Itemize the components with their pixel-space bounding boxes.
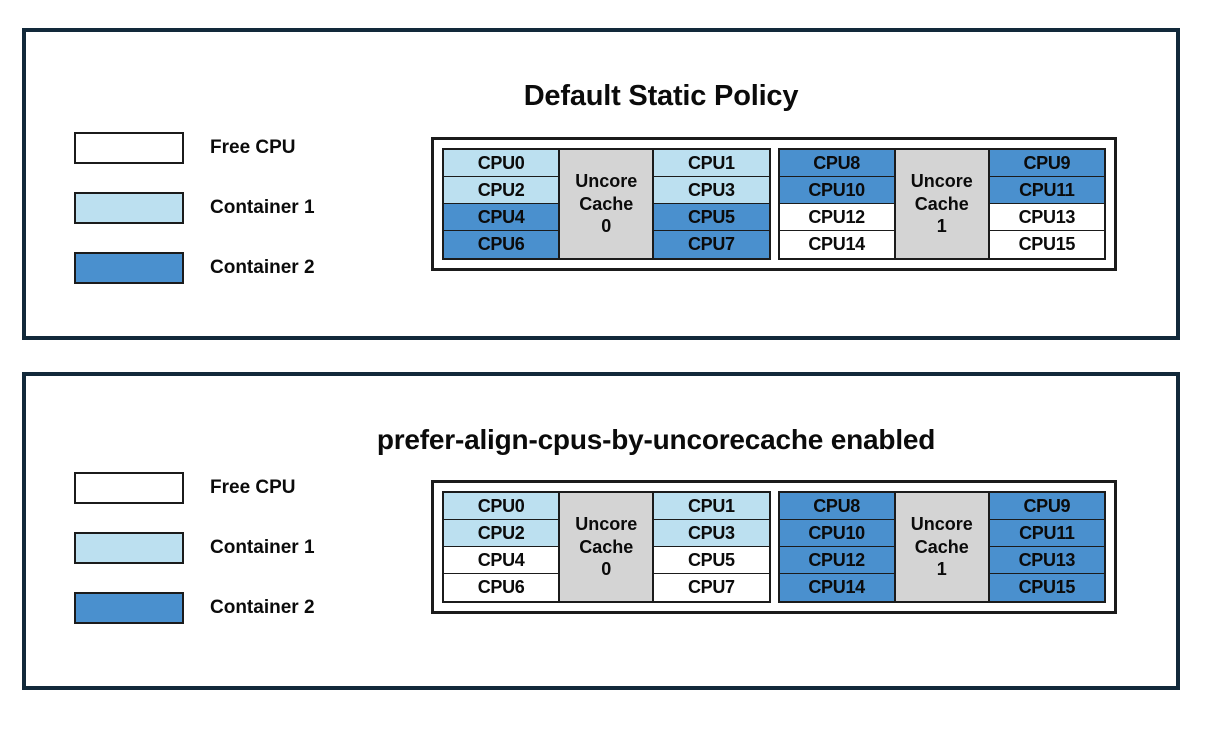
cpu-cell: CPU7 <box>653 230 770 259</box>
cpu-cell: CPU1 <box>653 492 770 521</box>
cpu-cell: CPU8 <box>778 149 895 178</box>
legend-label: Free CPU <box>210 477 296 498</box>
legend-item: Free CPU <box>74 472 315 504</box>
legend-swatch <box>74 192 184 224</box>
cpu-cell: CPU4 <box>443 203 560 232</box>
uncore-cache-label-line: Uncore <box>575 171 638 192</box>
legend-item: Container 2 <box>74 252 315 284</box>
cpu-cell: CPU3 <box>653 176 770 205</box>
cpu-cell: CPU3 <box>653 519 770 548</box>
uncore-cache-label-line: 1 <box>936 216 947 237</box>
panel-title: prefer-align-cpus-by-uncorecache enabled <box>376 424 936 455</box>
uncore-cache-label-line: Cache <box>579 536 634 557</box>
legend-label: Container 2 <box>210 597 315 618</box>
legend-label: Container 2 <box>210 257 315 278</box>
uncore-cache-label-line: Cache <box>914 193 969 214</box>
legend: Free CPU Container 1 Container 2 <box>74 472 315 652</box>
cpu-cell: CPU1 <box>653 149 770 178</box>
cpu-cell: CPU6 <box>443 230 560 259</box>
cpu-cell: CPU9 <box>988 492 1105 521</box>
legend: Free CPU Container 1 Container 2 <box>74 132 315 312</box>
uncore-cache-label-line: 0 <box>601 559 612 580</box>
uncore-cache-label-line: Uncore <box>910 171 973 192</box>
cpu-cell: CPU0 <box>443 149 560 178</box>
cpu-cell: CPU10 <box>778 176 895 205</box>
legend-label: Container 1 <box>210 537 315 558</box>
legend-item: Container 2 <box>74 592 315 624</box>
cpu-cell: CPU5 <box>653 203 770 232</box>
legend-swatch <box>74 132 184 164</box>
uncore-cache-label-line: 1 <box>936 559 947 580</box>
legend-item: Container 1 <box>74 192 315 224</box>
cpu-cell: CPU15 <box>988 230 1105 259</box>
cpu-cell: CPU7 <box>653 573 770 602</box>
cpu-cell: CPU14 <box>778 573 895 602</box>
uncore-cache-label-line: 0 <box>601 216 612 237</box>
cpu-cell: CPU13 <box>988 203 1105 232</box>
cpu-cell: CPU4 <box>443 546 560 575</box>
legend-swatch <box>74 592 184 624</box>
cpu-cell: CPU8 <box>778 492 895 521</box>
cpu-cell: CPU2 <box>443 176 560 205</box>
uncore-cache-label-line: Cache <box>914 536 969 557</box>
cpu-cell: CPU5 <box>653 546 770 575</box>
cpu-cell: CPU6 <box>443 573 560 602</box>
panel-prefer-align-cpus-by-uncorecache: prefer-align-cpus-by-uncorecache enabled… <box>22 372 1180 690</box>
panel-title: Default Static Policy <box>523 80 799 112</box>
uncore-cache-label-line: Cache <box>579 193 634 214</box>
legend-item: Free CPU <box>74 132 315 164</box>
cpu-cell: CPU13 <box>988 546 1105 575</box>
cpu-cell: CPU11 <box>988 176 1105 205</box>
cpu-cell: CPU10 <box>778 519 895 548</box>
legend-item: Container 1 <box>74 532 315 564</box>
cpu-cell: CPU9 <box>988 149 1105 178</box>
legend-swatch <box>74 252 184 284</box>
cpu-cell: CPU12 <box>778 203 895 232</box>
panel-default-static-policy: Default Static Policy Free CPU Container … <box>22 28 1180 340</box>
legend-label: Free CPU <box>210 137 296 158</box>
cpu-cell: CPU0 <box>443 492 560 521</box>
cpu-cell: CPU12 <box>778 546 895 575</box>
uncore-cache-label-line: Uncore <box>910 514 973 535</box>
uncore-cache-label-line: Uncore <box>575 514 638 535</box>
legend-swatch <box>74 472 184 504</box>
cpu-cell: CPU11 <box>988 519 1105 548</box>
legend-label: Container 1 <box>210 197 315 218</box>
cpu-cell: CPU14 <box>778 230 895 259</box>
legend-swatch <box>74 532 184 564</box>
cpu-cell: CPU15 <box>988 573 1105 602</box>
cpu-cell: CPU2 <box>443 519 560 548</box>
